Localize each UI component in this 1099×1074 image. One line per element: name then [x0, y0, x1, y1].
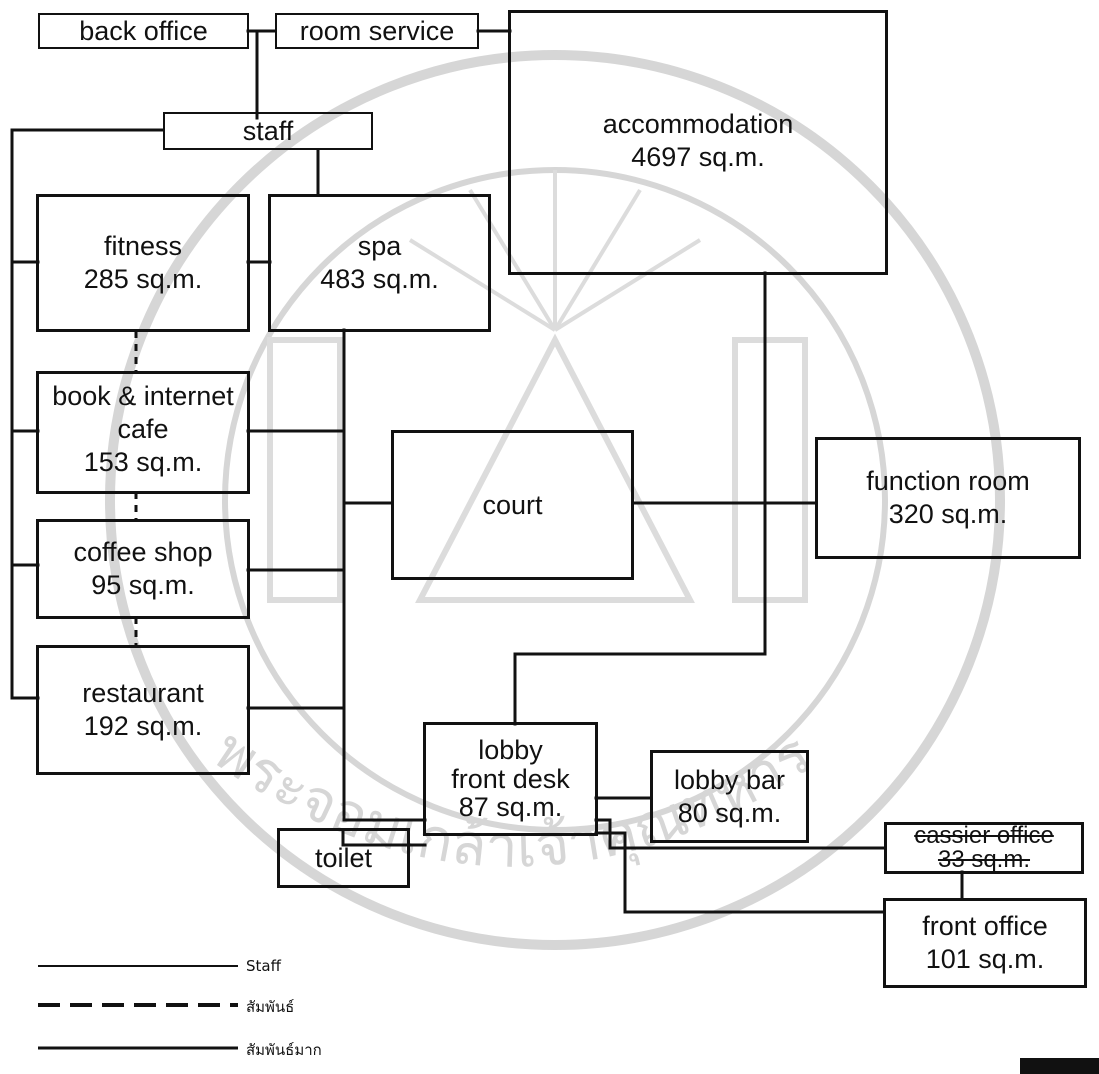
- cashier-office-box: cassier office 33 sq.m.: [884, 822, 1084, 874]
- fitness-box: fitness 285 sq.m.: [36, 194, 250, 332]
- book-cafe-area: 153 sq.m.: [83, 446, 203, 477]
- accommodation-box: accommodation 4697 sq.m.: [508, 10, 888, 275]
- front-office-area: 101 sq.m.: [925, 944, 1045, 974]
- room-service-label: room service: [299, 15, 455, 46]
- coffee-shop-label: coffee shop: [73, 537, 213, 568]
- spa-box: spa 483 sq.m.: [268, 194, 491, 332]
- lobby-bar-area: 80 sq.m.: [677, 797, 782, 828]
- watermark-outer-ring: [105, 50, 1005, 950]
- watermark-left-pillar: [267, 337, 343, 603]
- book-cafe-label-1: book & internet: [52, 381, 234, 412]
- link-lobby-frontoffice: [594, 831, 886, 914]
- legend-label-very-related: สัมพันธ์มาก: [246, 1041, 322, 1059]
- book-cafe-box: book & internet cafe 153 sq.m.: [36, 371, 250, 494]
- corner-mark: [1020, 1058, 1099, 1074]
- function-room-box: function room 320 sq.m.: [815, 437, 1081, 559]
- back-office-label: back office: [79, 15, 208, 46]
- staff-box: staff: [163, 112, 373, 150]
- accommodation-area: 4697 sq.m.: [631, 141, 765, 172]
- lobby-box: lobby front desk 87 sq.m.: [423, 722, 598, 836]
- staff-label: staff: [242, 115, 294, 146]
- restaurant-box: restaurant 192 sq.m.: [36, 645, 250, 775]
- function-room-label: function room: [866, 466, 1030, 497]
- lobby-bar-label: lobby bar: [673, 764, 786, 795]
- restaurant-area: 192 sq.m.: [83, 711, 203, 741]
- coffee-shop-box: coffee shop 95 sq.m.: [36, 519, 250, 619]
- fitness-area: 285 sq.m.: [83, 264, 203, 294]
- book-cafe-label-2: cafe: [117, 414, 169, 445]
- lobby-label-1: lobby: [478, 735, 543, 766]
- court-label: court: [482, 489, 543, 520]
- legend-label-staff: Staff: [246, 957, 281, 975]
- link-accommodation-lobby: [513, 271, 767, 726]
- link-spa-lobby: [342, 328, 427, 822]
- cashier-office-label: cassier office: [914, 822, 1054, 849]
- coffee-shop-area: 95 sq.m.: [91, 570, 195, 600]
- accommodation-label: accommodation: [602, 109, 794, 139]
- link-lobby-toilet: [341, 828, 427, 847]
- restaurant-label: restaurant: [82, 678, 204, 709]
- court-box: court: [391, 430, 634, 580]
- toilet-label: toilet: [314, 842, 373, 873]
- front-office-label: front office: [922, 911, 1048, 942]
- lobby-area: 87 sq.m.: [458, 792, 563, 823]
- toilet-box: toilet: [277, 828, 410, 888]
- spa-label: spa: [357, 231, 402, 262]
- lobby-bar-box: lobby bar 80 sq.m.: [650, 750, 809, 843]
- fitness-label: fitness: [103, 231, 183, 262]
- front-office-box: front office 101 sq.m.: [883, 898, 1087, 988]
- cashier-office-area: 33 sq.m.: [937, 846, 1031, 873]
- spa-area: 483 sq.m.: [320, 264, 439, 294]
- staff-left-bus: [10, 128, 165, 700]
- back-office-box: back office: [38, 13, 249, 49]
- function-room-area: 320 sq.m.: [888, 499, 1008, 529]
- legend-label-related: สัมพันธ์: [246, 998, 295, 1016]
- watermark-crown: [415, 333, 695, 603]
- watermark-right-pillar: [732, 337, 808, 603]
- lobby-label-2: front desk: [451, 763, 570, 794]
- room-service-box: room service: [275, 13, 479, 49]
